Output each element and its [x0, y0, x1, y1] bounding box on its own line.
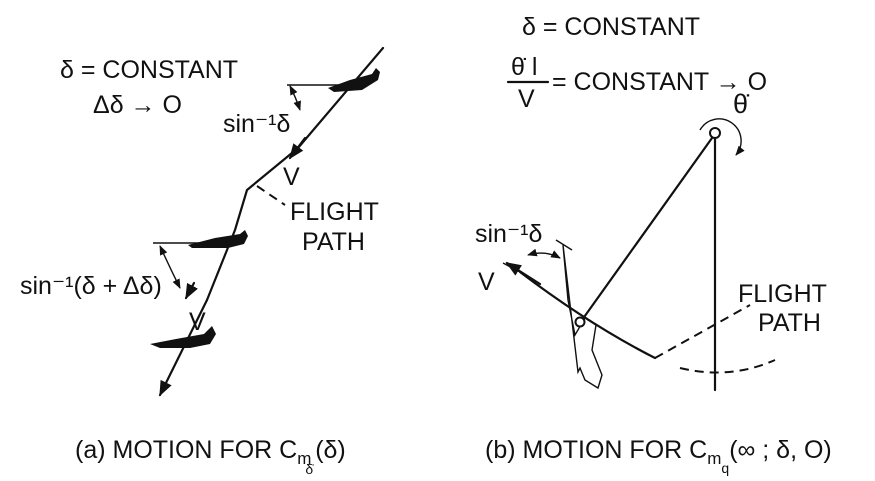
- angle-reference-line-b: [555, 239, 573, 251]
- caption-a-coef: C: [279, 436, 297, 464]
- caption-b-prefix: (b) MOTION FOR: [485, 436, 689, 464]
- angle-label-b: sin⁻¹δ: [475, 220, 542, 248]
- aircraft-icon-upper: [328, 68, 380, 92]
- velocity-arrow-lower: [184, 281, 198, 300]
- velocity-label-lower: V: [189, 308, 206, 336]
- angle-arc-b: [527, 248, 561, 259]
- flight-path-line: [205, 146, 300, 302]
- radius-arm: [580, 136, 714, 322]
- pivot-point: [709, 127, 721, 139]
- velocity-label-upper: V: [283, 163, 300, 191]
- delta-change-label: Δδ → O: [93, 91, 182, 119]
- delta-constant-label: δ = CONSTANT: [60, 56, 238, 84]
- panel-a: δ = CONSTANT Δδ → O sin⁻¹δ V FLIGHT PATH…: [20, 46, 385, 477]
- caption-b-subsub: q: [721, 460, 729, 476]
- angle-label-upper: sin⁻¹δ: [223, 110, 290, 138]
- flight-path-label-b-line2: PATH: [758, 309, 821, 337]
- lower-arc: [679, 359, 776, 374]
- aircraft-outline-b: [562, 244, 603, 390]
- caption-a-args: (δ): [315, 436, 346, 464]
- theta-dot-label: θ̇: [733, 89, 750, 119]
- caption-b: (b) MOTION FOR Cmq(∞ ; δ, O): [485, 436, 832, 476]
- rate-rhs: = CONSTANT → O: [552, 68, 767, 96]
- flight-path-label-line2: PATH: [302, 228, 365, 256]
- rate-denominator: V: [518, 85, 535, 113]
- angle-label-lower: sin⁻¹(δ + Δδ): [20, 272, 162, 300]
- aircraft-icon-bottom: [150, 326, 216, 348]
- flight-path-leader-b: [654, 304, 751, 359]
- rate-numerator: θ̇ l: [511, 53, 537, 81]
- caption-a-prefix: (a) MOTION FOR: [75, 436, 279, 464]
- velocity-arrow-upper: [288, 136, 307, 160]
- caption-b-coef: C: [689, 436, 707, 464]
- velocity-arrow-b: [505, 261, 542, 286]
- velocity-label-b: V: [478, 268, 495, 296]
- angle-arc-lower: [159, 245, 181, 289]
- caption-b-args: (∞ ; δ, O): [729, 436, 832, 464]
- flight-path-leader: [256, 185, 286, 206]
- angle-arc-upper: [289, 85, 301, 111]
- panel-b: δ = CONSTANT θ̇ l V = CONSTANT → O θ̇ si…: [475, 13, 832, 476]
- caption-a-subsub: δ̇: [305, 461, 314, 477]
- flight-path-label-line1: FLIGHT: [290, 198, 379, 226]
- caption-b-sub: m: [707, 449, 721, 468]
- upper-path-line: [296, 46, 385, 150]
- flight-path-label-b-line1: FLIGHT: [738, 280, 827, 308]
- delta-constant-label-b: δ = CONSTANT: [522, 13, 700, 41]
- caption-a-sub: m: [297, 449, 311, 468]
- aircraft-icon-lower: [188, 230, 248, 248]
- rotation-arrow: [699, 118, 745, 156]
- aircraft-cg: [574, 316, 586, 328]
